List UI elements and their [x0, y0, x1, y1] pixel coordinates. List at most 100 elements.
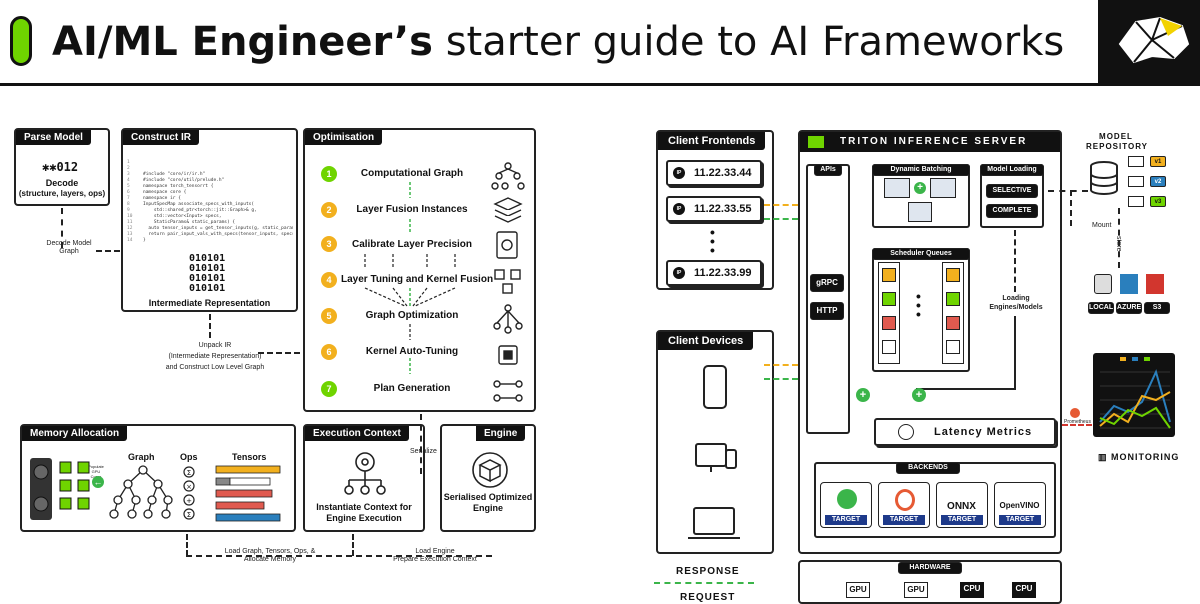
selective-button[interactable]: SELECTIVE: [986, 184, 1038, 198]
ops-icon: Σ×+Σ: [183, 466, 195, 520]
storage-azure: AZURE: [1116, 302, 1142, 314]
client-devices-title: Client Devices: [658, 332, 754, 350]
queue-1: [878, 262, 900, 364]
complete-button[interactable]: COMPLETE: [986, 204, 1038, 218]
grpc-button[interactable]: gRPC: [810, 274, 844, 292]
exec-bottom-line: [352, 534, 354, 556]
frontend-request-arrow: [764, 204, 798, 206]
svg-text:Σ: Σ: [187, 469, 191, 477]
store-label: store: [1115, 236, 1122, 252]
device-request-arrow: [764, 364, 798, 366]
accent-pill: [10, 16, 32, 66]
unpack-line: [209, 314, 211, 338]
queue-cube: [946, 292, 960, 306]
model-loading-title: Model Loading: [980, 164, 1044, 176]
step-6-badge: 6: [321, 344, 337, 360]
serialize-line: [420, 414, 422, 474]
ir-label: Intermediate Representation: [148, 298, 271, 308]
target-tensorrt[interactable]: TARGET: [820, 482, 872, 528]
header-bar: [0, 0, 1200, 86]
target-onnx[interactable]: ONNX TARGET: [936, 482, 988, 528]
folder-icon: [1128, 176, 1144, 187]
version-v2: v2: [1150, 176, 1166, 187]
engine-box-icon: [472, 452, 508, 488]
frontend-response-arrow: [764, 218, 798, 220]
queue-cube: [946, 316, 960, 330]
plan-flow-icon: [493, 380, 523, 402]
queue-cube: [882, 316, 896, 330]
loading-label: Loading Engines/Models: [989, 295, 1043, 311]
ops-label: Ops: [180, 452, 198, 462]
ellipsis-dots: •••: [710, 224, 715, 258]
tensors-icon: [215, 465, 281, 522]
execution-label: Instantiate Context for Engine Execution: [316, 502, 412, 523]
request-label: REQUEST: [680, 592, 736, 603]
step-4-badge: 4: [321, 272, 337, 288]
folder-icon: [1128, 196, 1144, 207]
response-label: RESPONSE: [676, 566, 740, 577]
queue-cube: [882, 340, 896, 354]
parse-label: Decode: [45, 178, 79, 188]
laptop-icon: [693, 507, 735, 535]
chip-icon: [498, 345, 518, 365]
cpu-chip-2: CPU: [1012, 582, 1036, 598]
plus-icon: +: [914, 182, 926, 194]
engine-box: Engine Serialised Optimized Engine: [440, 424, 536, 532]
workflow-gear-icon: [344, 452, 386, 495]
triton-header: [800, 132, 1060, 152]
onnx-logo-icon: ONNX: [947, 501, 976, 512]
parse-sub: (structure, layers, ops): [18, 189, 106, 198]
scheduler-title: Scheduler Queues: [872, 248, 970, 260]
graph-icon: [109, 465, 173, 519]
gpu-card-icon: [30, 458, 90, 520]
svg-text:×: ×: [186, 483, 192, 491]
optimisation-arrows: [364, 182, 456, 374]
version-v1: v1: [1150, 156, 1166, 167]
engine-label: Serialised Optimized Engine: [443, 492, 533, 513]
layers-icon: [493, 197, 523, 223]
latency-metrics-box[interactable]: [874, 418, 1056, 446]
mount-line: [1070, 190, 1072, 226]
apis-column: [806, 164, 850, 434]
execution-title: Execution Context: [305, 426, 409, 441]
folder-icon: [1128, 156, 1144, 167]
queue-cube: [882, 292, 896, 306]
hardware-title: HARDWARE: [898, 562, 962, 574]
model-repository-title: MODEL REPOSITORY: [1086, 132, 1149, 151]
loading-line-3: [916, 388, 1016, 390]
http-button[interactable]: HTTP: [810, 302, 844, 320]
loading-line-2: [1014, 316, 1016, 390]
storage-local: LOCAL: [1088, 302, 1114, 314]
unpack-edge-label: Unpack IR(Intermediate Representation)an…: [165, 342, 265, 371]
prometheus-label: Prometheus: [1064, 419, 1091, 425]
ir-code-block: #include "core/ir/ir.h"#include "core/ut…: [143, 172, 293, 243]
client-frontends-title: Client Frontends: [658, 132, 766, 150]
step-2-label: Layer Fusion Instances: [356, 204, 468, 215]
response-arrow: [654, 582, 754, 584]
s3-icon: [1146, 274, 1164, 294]
optimisation-box: Optimisation 1 Computational Graph 2 Lay…: [303, 128, 536, 412]
step-5-label: Graph Optimization: [365, 310, 459, 321]
gauge-icon: [898, 424, 914, 440]
mount-label: Mount: [1092, 222, 1112, 229]
target-pytorch[interactable]: TARGET: [878, 482, 930, 528]
plus-marker-icon: +: [912, 388, 926, 402]
page-title: AI/ML Engineer’s starter guide to AI Fra…: [52, 19, 1065, 65]
target-openvino[interactable]: OpenVINO TARGET: [994, 482, 1046, 528]
queue-ellipsis: •••: [916, 288, 921, 322]
svg-text:Σ: Σ: [187, 511, 191, 519]
device-response-arrow: [764, 378, 798, 380]
cpu-chip-1: CPU: [960, 582, 984, 598]
dynamic-batching-title: Dynamic Batching: [872, 164, 970, 176]
load-graph-label: Load Graph, Tensors, Ops, & Allocate Mem…: [224, 548, 316, 563]
pytorch-logo-icon: [895, 489, 915, 511]
document-gear-icon: [496, 231, 518, 259]
memory-title: Memory Allocation: [22, 426, 128, 441]
local-disk-icon: [1094, 274, 1112, 294]
batch-cube-1: [884, 178, 910, 198]
queue-2: [942, 262, 964, 364]
